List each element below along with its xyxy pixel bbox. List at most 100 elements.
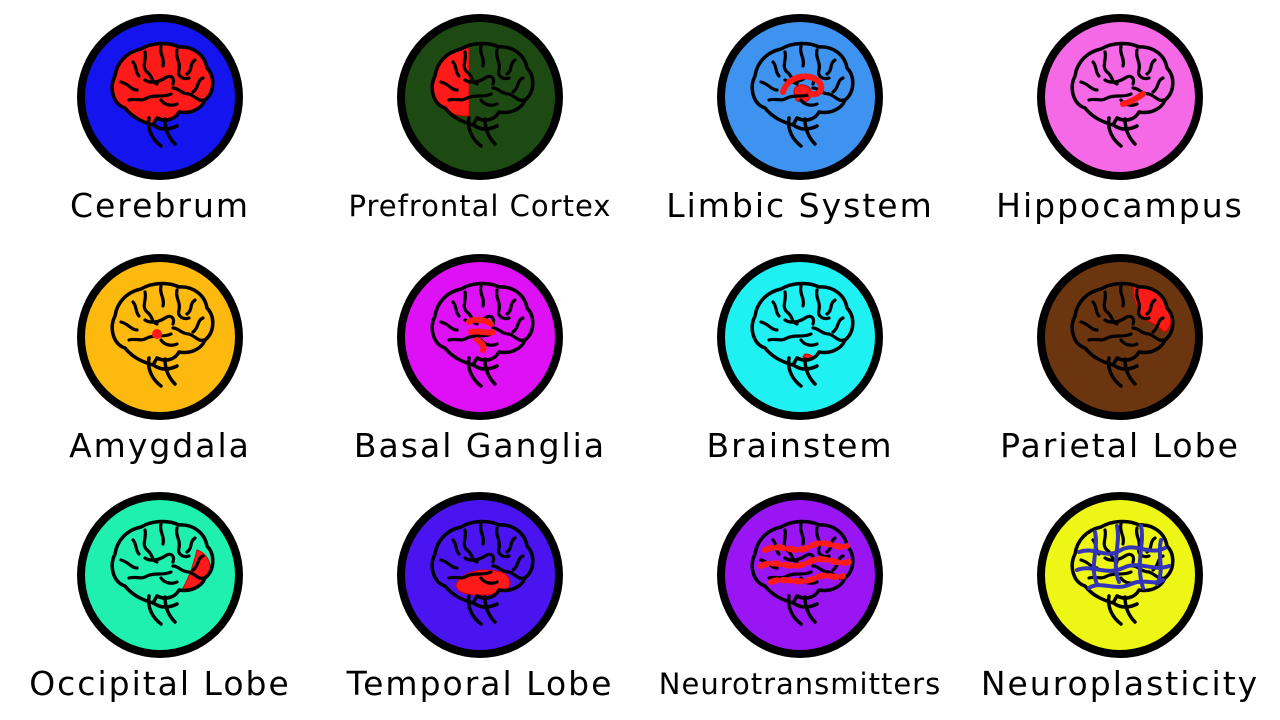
- brain-fold: [494, 526, 511, 559]
- brain-badge-limbic-system: [717, 14, 883, 180]
- brain-fold: [1118, 44, 1126, 68]
- brain-badge-occipital-lobe: [77, 492, 243, 658]
- label-occipital-lobe: Occipital Lobe: [29, 664, 291, 703]
- highlight-stroke: [780, 73, 825, 98]
- brain-fold: [478, 522, 486, 546]
- brain-fold: [131, 300, 141, 318]
- signal-path: [768, 572, 846, 585]
- brain-fold: [479, 576, 499, 585]
- brain-fold: [185, 298, 197, 316]
- highlight-stroke: [1120, 91, 1146, 107]
- brain-fold: [494, 288, 511, 321]
- brain-fold: [131, 60, 141, 78]
- label-cerebrum: Cerebrum: [69, 186, 251, 225]
- signal-path: [758, 556, 852, 569]
- brain-icon: [430, 41, 535, 148]
- brain-fold: [171, 86, 205, 102]
- tile-hippocampus: Hippocampus: [960, 0, 1280, 240]
- brain-fold: [799, 98, 819, 107]
- brain-fold: [1131, 326, 1165, 342]
- brain-fold: [814, 48, 831, 81]
- brain-fold: [771, 300, 781, 318]
- brain-fold: [814, 288, 831, 321]
- brain-fold: [1103, 74, 1136, 86]
- brain-fold: [511, 76, 525, 94]
- brain-fold: [1151, 316, 1165, 334]
- brain-outline: [110, 281, 215, 367]
- tile-cerebrum: Cerebrum: [0, 0, 320, 240]
- brain-fold: [1151, 76, 1165, 94]
- brain-fold: [491, 86, 525, 102]
- brain-badge-neuroplasticity: [1037, 492, 1203, 658]
- tile-occipital-lobe: Occipital Lobe: [0, 478, 320, 718]
- brain-fold: [511, 554, 525, 572]
- brain-fold: [447, 92, 493, 102]
- brain-outline: [750, 281, 855, 367]
- brain-badge-basal-ganglia: [397, 254, 563, 420]
- brain-fold: [505, 298, 517, 316]
- brain-fold: [174, 288, 191, 321]
- brain-icon: [750, 281, 855, 388]
- label-neuroplasticity: Neuroplasticity: [980, 664, 1260, 703]
- brain-outline: [1070, 281, 1175, 367]
- brain-fold: [825, 298, 837, 316]
- neural-connection: [1091, 530, 1099, 586]
- brain-fold: [1079, 320, 1099, 332]
- brain-fold: [767, 332, 813, 342]
- brain-fold: [1145, 58, 1157, 76]
- brain-outline: [430, 281, 535, 367]
- brain-fold: [191, 316, 205, 334]
- brain-icon: [750, 41, 855, 148]
- brain-fold: [759, 80, 779, 92]
- brain-fold: [505, 58, 517, 76]
- brain-fold: [451, 60, 461, 78]
- brain-outline: [430, 519, 535, 605]
- brain-fold: [447, 332, 493, 342]
- brain-fold: [1079, 80, 1099, 92]
- tile-brainstem: Brainstem: [640, 240, 960, 480]
- highlight-stroke: [468, 328, 496, 336]
- brain-fold: [478, 284, 486, 308]
- tile-amygdala: Amygdala: [0, 240, 320, 480]
- brain-fold: [127, 92, 173, 102]
- brain-fold: [1103, 314, 1136, 326]
- label-parietal-lobe: Parietal Lobe: [1000, 426, 1240, 465]
- brain-fold: [825, 58, 837, 76]
- tile-prefrontal-cortex: Prefrontal Cortex: [320, 0, 640, 240]
- brain-fold: [1118, 522, 1126, 546]
- brain-fold: [783, 314, 816, 326]
- brain-fold: [158, 44, 166, 68]
- brain-fold: [463, 74, 496, 86]
- brain-fold: [491, 564, 525, 580]
- brain-outline: [430, 41, 535, 127]
- brain-fold: [767, 92, 813, 102]
- label-basal-ganglia: Basal Ganglia: [353, 426, 607, 465]
- brain-outline: [1070, 41, 1175, 127]
- brain-badge-prefrontal-cortex: [397, 14, 563, 180]
- brain-fold: [463, 552, 496, 564]
- brain-icon: [1070, 41, 1175, 148]
- brain-fold: [798, 522, 806, 546]
- neural-connection: [1075, 563, 1171, 573]
- brain-fold: [174, 48, 191, 81]
- brain-badge-neurotransmitters: [717, 492, 883, 658]
- label-limbic-system: Limbic System: [666, 186, 934, 225]
- brain-fold: [814, 526, 831, 559]
- tile-neuroplasticity: Neuroplasticity: [960, 478, 1280, 718]
- brain-icon: [1070, 519, 1175, 626]
- brain-outline: [110, 41, 215, 127]
- brain-fold: [491, 326, 525, 342]
- brain-fold: [1087, 332, 1133, 342]
- brain-icon: [110, 281, 215, 388]
- brain-fold: [811, 86, 845, 102]
- brain-fold: [158, 284, 166, 308]
- brain-fold: [143, 74, 176, 86]
- brain-fold: [1131, 86, 1165, 102]
- brain-fold: [447, 570, 493, 580]
- highlight-stroke: [474, 337, 487, 353]
- brain-fold: [185, 536, 197, 554]
- tile-basal-ganglia: Basal Ganglia: [320, 240, 640, 480]
- brain-fold: [799, 338, 819, 347]
- brain-fold: [174, 526, 191, 559]
- signal-path: [762, 540, 850, 553]
